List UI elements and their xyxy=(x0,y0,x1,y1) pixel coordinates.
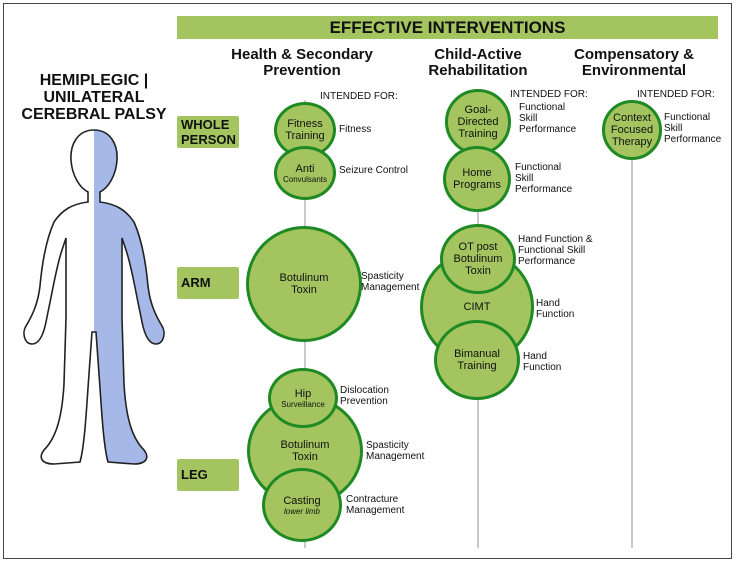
column-header-line: Rehabilitation xyxy=(428,62,528,79)
target-line: Dislocation xyxy=(340,385,389,396)
intervention-label: Toxin xyxy=(292,451,318,463)
intervention-label: Surveillance xyxy=(281,399,325,409)
intervention-label: Botulinum xyxy=(279,272,329,284)
target-line: Function xyxy=(536,309,575,320)
row-label-line: WHOLE xyxy=(181,117,230,132)
intervention-label: Botulinum xyxy=(280,439,330,451)
target-line: Management xyxy=(346,505,405,516)
intervention-label: Convulsants xyxy=(282,174,328,184)
target-line: Performance xyxy=(515,184,573,195)
target-line: Performance xyxy=(519,124,577,135)
target-line: Functional xyxy=(664,112,711,123)
target-line: Hand Function & xyxy=(518,234,593,245)
intended-for-label: INTENDED FOR: xyxy=(320,91,398,102)
target-line: Functional xyxy=(519,102,566,113)
target-ot-post-botulinum: Hand Function & Functional Skill Perform… xyxy=(518,234,593,267)
target-line: Performance xyxy=(518,256,576,267)
intervention-label: Fitness xyxy=(287,118,323,130)
intervention-label: Context xyxy=(613,112,651,124)
target-contracture: Contracture Management xyxy=(346,494,404,516)
column-line-compensatory xyxy=(631,100,633,548)
intervention-label: Directed xyxy=(457,116,499,128)
column-header-line: Health & Secondary xyxy=(231,46,373,63)
title-line: CEREBRAL PALSY xyxy=(21,106,167,123)
target-line: Hand xyxy=(536,298,560,309)
intervention-label: Botulinum xyxy=(453,253,503,265)
target-fitness: Fitness xyxy=(339,124,372,135)
target-spasticity-arm: Spasticity Management xyxy=(361,271,419,293)
column-header-health: Health & Secondary Prevention xyxy=(222,47,382,79)
child-figure-illustration xyxy=(23,129,165,465)
target-line: Spasticity xyxy=(361,271,404,282)
intervention-anticonvulsants: Anti Convulsants xyxy=(274,146,336,200)
intervention-label: Focused xyxy=(610,124,654,136)
target-line: Functional Skill xyxy=(518,245,586,256)
intervention-label: Home xyxy=(462,167,492,179)
intervention-label: Toxin xyxy=(291,284,317,296)
intervention-bimanual-training: Bimanual Training xyxy=(434,320,520,400)
target-line: Function xyxy=(523,362,562,373)
row-label-leg: LEG xyxy=(177,459,239,491)
intervention-label: Training xyxy=(458,128,498,140)
intervention-label: Programs xyxy=(453,179,501,191)
intended-for-label: INTENDED FOR: xyxy=(637,89,715,100)
target-dislocation: Dislocation Prevention xyxy=(340,385,389,407)
row-label-arm: ARM xyxy=(177,267,239,299)
column-header-line: Compensatory & xyxy=(573,46,695,63)
intervention-home-programs: Home Programs xyxy=(443,146,511,212)
column-header-compensatory: Compensatory & Environmental xyxy=(564,47,704,79)
row-label-line: PERSON xyxy=(181,132,236,147)
intervention-label: Training xyxy=(285,130,325,142)
banner-title: EFFECTIVE INTERVENTIONS xyxy=(177,16,718,39)
page-title: HEMIPLEGIC | UNILATERAL CEREBRAL PALSY xyxy=(14,72,174,123)
title-line: HEMIPLEGIC | xyxy=(39,72,149,89)
target-line: Skill xyxy=(519,113,538,124)
target-bimanual: Hand Function xyxy=(523,351,561,373)
target-line: Management xyxy=(361,282,420,293)
intervention-label: Casting xyxy=(283,494,321,507)
target-line: Contracture xyxy=(346,494,399,505)
target-context-focused: Functional Skill Performance xyxy=(664,112,721,145)
target-line: Performance xyxy=(664,134,722,145)
target-home-programs: Functional Skill Performance xyxy=(515,162,572,195)
intervention-label: Bimanual xyxy=(454,348,500,360)
intervention-context-focused-therapy: Context Focused Therapy xyxy=(602,100,662,160)
target-line: Hand xyxy=(523,351,547,362)
target-line: Functional xyxy=(515,162,562,173)
intervention-label: OT post xyxy=(458,241,498,253)
intervention-casting: Casting lower limb xyxy=(262,468,342,542)
column-header-line: Child-Active xyxy=(434,46,522,63)
target-spasticity-leg: Spasticity Management xyxy=(366,440,424,462)
target-seizure-control: Seizure Control xyxy=(339,165,408,176)
target-line: Prevention xyxy=(340,396,388,407)
intervention-hip-surveillance: Hip Surveillance xyxy=(268,368,338,428)
intervention-label: Anti xyxy=(295,162,315,175)
intervention-label: Training xyxy=(457,360,497,372)
intervention-label: CIMT xyxy=(463,301,491,313)
intervention-botulinum-toxin-arm: Botulinum Toxin xyxy=(246,226,362,342)
intervention-label: Hip xyxy=(294,387,312,400)
target-line: Skill xyxy=(515,173,534,184)
intervention-label: Goal- xyxy=(464,104,492,116)
target-cimt: Hand Function xyxy=(536,298,574,320)
column-header-rehab: Child-Active Rehabilitation xyxy=(418,47,538,79)
intervention-label: Therapy xyxy=(611,136,653,148)
target-line: Management xyxy=(366,451,425,462)
row-label-whole-person: WHOLE PERSON xyxy=(177,116,239,148)
intended-for-label: INTENDED FOR: xyxy=(510,89,588,100)
intervention-label: lower limb xyxy=(283,506,320,516)
diagram-frame xyxy=(3,3,732,559)
intervention-label: Toxin xyxy=(465,265,491,277)
column-header-line: Environmental xyxy=(581,62,687,79)
target-goal-directed: Functional Skill Performance xyxy=(519,102,576,135)
title-line: UNILATERAL xyxy=(43,89,145,106)
target-line: Skill xyxy=(664,123,683,134)
target-line: Spasticity xyxy=(366,440,409,451)
intervention-ot-post-botulinum: OT post Botulinum Toxin xyxy=(440,224,516,294)
column-header-line: Prevention xyxy=(263,62,341,79)
